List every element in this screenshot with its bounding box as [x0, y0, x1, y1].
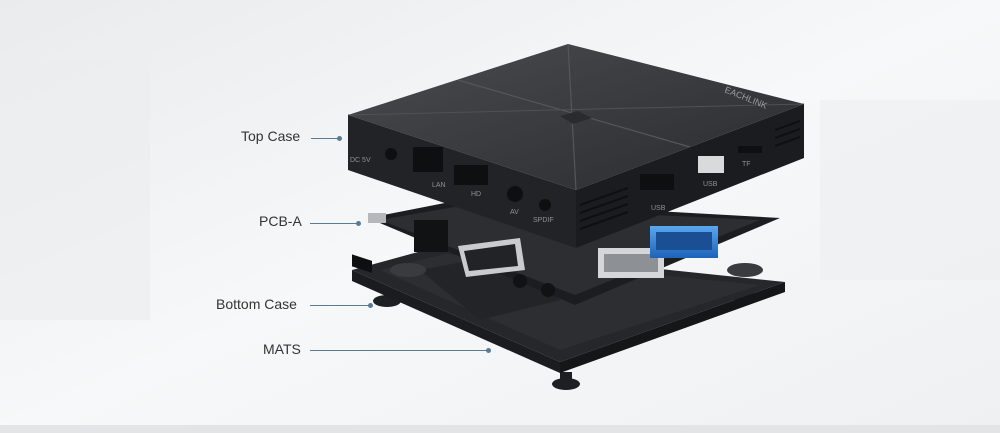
leader-pcb-a [310, 221, 361, 226]
label-top-case: Top Case [241, 128, 301, 144]
label-pcb-a: PCB-A [259, 213, 302, 229]
bg-shelf [0, 60, 150, 320]
floor-line [0, 425, 1000, 433]
pcb-a [368, 200, 780, 305]
leader-mats [310, 348, 491, 353]
port-label-tf: TF [742, 161, 751, 168]
port-label-av: AV [510, 209, 519, 216]
port-label-usb-2: USB [703, 181, 718, 188]
leader-top-case [311, 136, 342, 141]
port-label-spdif: SPDIF [533, 217, 554, 224]
port-label-usb-1: USB [651, 205, 666, 212]
port-label-dc: DC 5V [350, 157, 371, 164]
port-label-hd: HD [471, 191, 481, 198]
label-bottom-case: Bottom Case [216, 296, 297, 312]
top-case [347, 43, 805, 273]
label-mats: MATS [263, 341, 301, 357]
bg-sofa [820, 100, 1000, 280]
leader-bottom-case [310, 303, 373, 308]
port-label-lan: LAN [432, 182, 446, 189]
